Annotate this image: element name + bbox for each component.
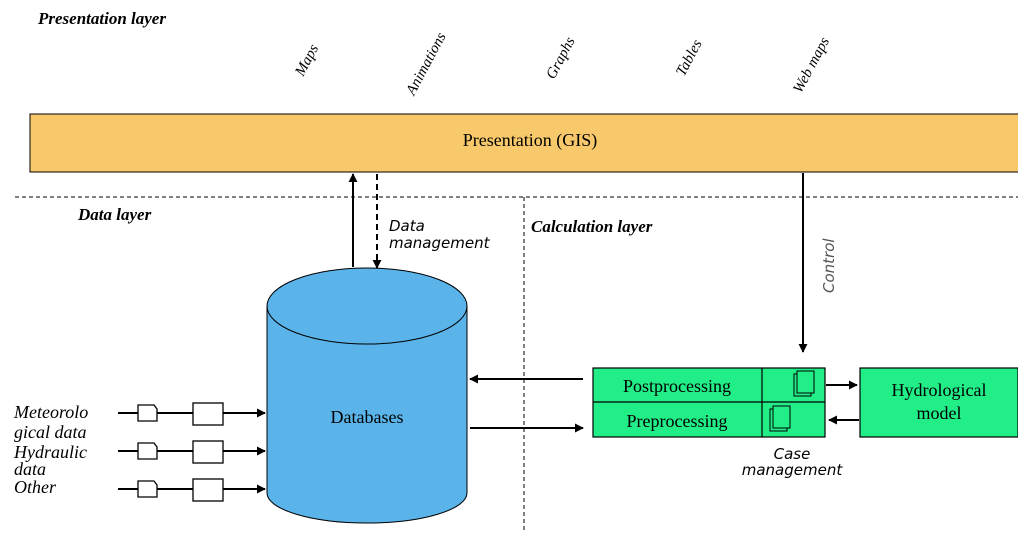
data-management-label-2: management	[389, 234, 491, 252]
data-layer-title: Data layer	[77, 205, 152, 224]
input-label-meteo-1: Meteorolo	[13, 402, 88, 422]
output-label-animations: Animations	[403, 30, 450, 99]
output-label-graphs: Graphs	[543, 34, 578, 81]
data-management-label-1: Data	[389, 217, 425, 235]
input-label-meteo-2: gical data	[14, 422, 87, 442]
hydrological-model-label-1: Hydrological	[892, 380, 987, 400]
presentation-layer-title: Presentation layer	[37, 9, 166, 28]
input-chain-meteo	[118, 402, 266, 426]
output-label-maps: Maps	[292, 42, 322, 80]
case-management-label-2: management	[742, 461, 844, 479]
output-label-web-maps: Web maps	[790, 35, 833, 96]
presentation-gis-box	[29, 113, 1018, 173]
hydrological-model-box	[859, 367, 1018, 438]
input-label-hydraulic-2: data	[14, 459, 46, 479]
document-stack-icon	[793, 370, 815, 397]
presentation-gis-label: Presentation (GIS)	[463, 130, 597, 151]
input-label-other: Other	[14, 477, 57, 497]
calculation-layer-title: Calculation layer	[531, 217, 653, 236]
hydrological-model-label-2: model	[917, 403, 962, 423]
postprocessing-label: Postprocessing	[623, 376, 731, 396]
document-stack-icon	[769, 405, 791, 432]
control-label: Control	[820, 238, 838, 293]
input-chain-other	[118, 478, 266, 502]
output-label-tables: Tables	[673, 37, 705, 79]
input-label-hydraulic-1: Hydraulic	[13, 442, 87, 462]
preprocessing-label: Preprocessing	[627, 411, 728, 431]
databases-label: Databases	[331, 407, 404, 427]
input-chain-hydraulic	[118, 440, 266, 464]
case-management-label-1: Case	[774, 445, 811, 463]
database-cylinder	[266, 267, 468, 524]
